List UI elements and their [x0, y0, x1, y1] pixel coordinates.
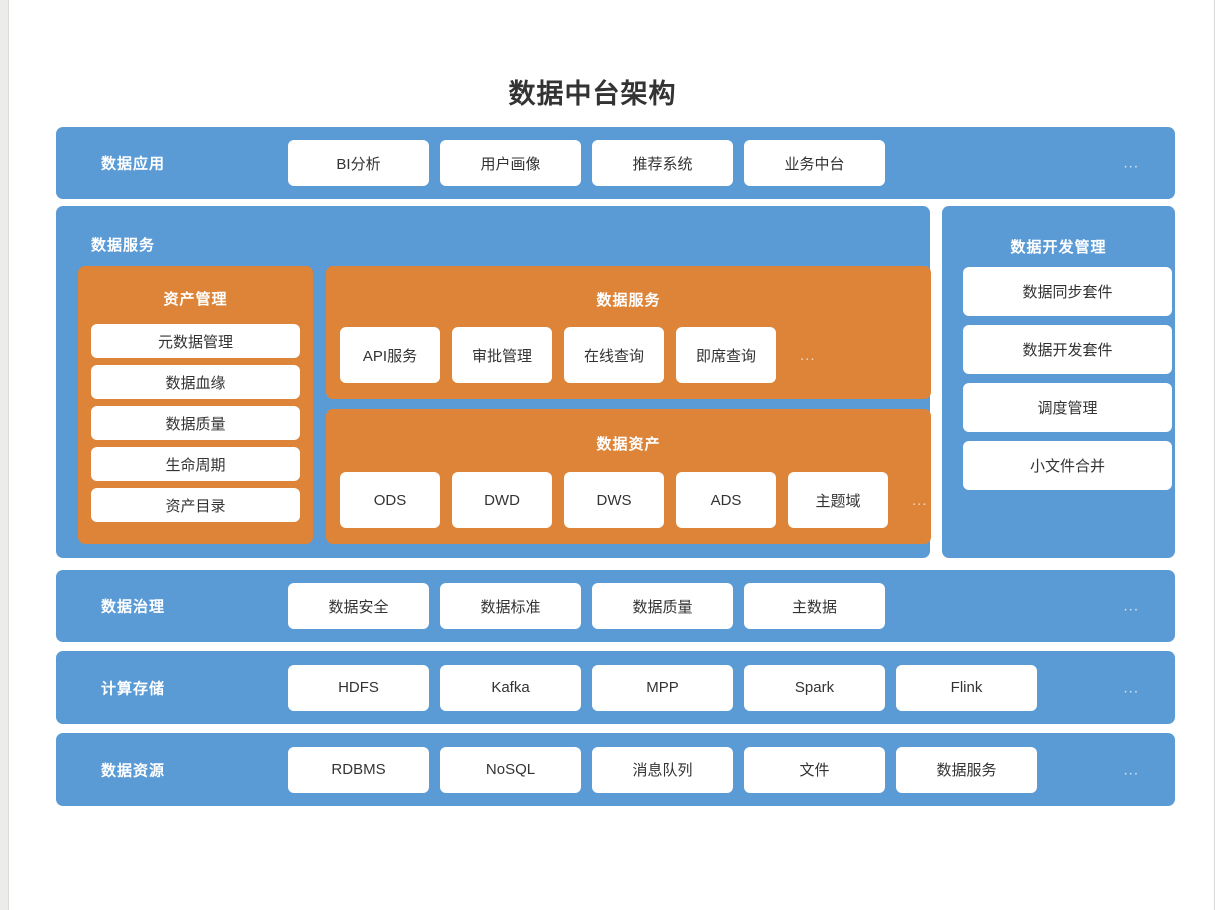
chip-bi-analysis[interactable]: BI分析	[288, 140, 429, 186]
chip-subject-domain[interactable]: 主题域	[788, 472, 888, 528]
layer-row-resource[interactable]: 数据资源 RDBMS NoSQL 消息队列 文件 数据服务 ...	[56, 733, 1175, 806]
chip-message-queue[interactable]: 消息队列	[592, 746, 733, 793]
service-band-title: 数据服务	[91, 237, 156, 254]
dev-item-data-dev-suite[interactable]: 数据开发套件	[963, 325, 1172, 374]
chip-master-data[interactable]: 主数据	[744, 583, 885, 629]
dev-item-schedule-management[interactable]: 调度管理	[963, 383, 1172, 432]
panel-title-data-asset: 数据资产	[596, 436, 661, 453]
asset-item-lifecycle[interactable]: 生命周期	[91, 447, 300, 481]
chip-mpp[interactable]: MPP	[592, 664, 733, 711]
chip-user-profile[interactable]: 用户画像	[440, 140, 581, 186]
more-ellipsis-compute-storage: ...	[1123, 679, 1139, 696]
dev-item-data-sync-suite[interactable]: 数据同步套件	[963, 267, 1172, 316]
more-ellipsis-data-service: ...	[800, 346, 816, 364]
asset-item-data-quality[interactable]: 数据质量	[91, 406, 300, 440]
chip-strip-resource: RDBMS NoSQL 消息队列 文件 数据服务	[288, 746, 1037, 793]
panel-title-asset-management: 资产管理	[163, 291, 228, 308]
asset-item-asset-catalog[interactable]: 资产目录	[91, 488, 300, 522]
layer-label-compute-storage: 计算存储	[101, 680, 166, 697]
page-right-margin-strip	[1214, 0, 1224, 910]
chip-strip-governance: 数据安全 数据标准 数据质量 主数据	[288, 583, 885, 629]
layer-label-governance: 数据治理	[101, 598, 166, 616]
chip-online-query[interactable]: 在线查询	[564, 327, 664, 383]
more-ellipsis-application: ...	[1123, 154, 1139, 172]
chip-api-service[interactable]: API服务	[340, 327, 440, 383]
asset-management-list: 元数据管理 数据血缘 数据质量 生命周期 资产目录	[91, 324, 300, 522]
layer-row-governance[interactable]: 数据治理 数据安全 数据标准 数据质量 主数据 ...	[56, 570, 1175, 642]
chip-flink[interactable]: Flink	[896, 664, 1037, 711]
chip-spark[interactable]: Spark	[744, 664, 885, 711]
panel-title-data-service: 数据服务	[596, 292, 661, 309]
chip-strip-compute-storage: HDFS Kafka MPP Spark Flink	[288, 664, 1037, 711]
chip-adhoc-query[interactable]: 即席查询	[676, 327, 776, 383]
chip-data-quality[interactable]: 数据质量	[592, 583, 733, 629]
layer-label-application: 数据应用	[101, 155, 166, 173]
panel-dev-management: 数据开发管理 数据同步套件 数据开发套件 调度管理 小文件合并	[942, 206, 1175, 558]
asset-item-metadata-management[interactable]: 元数据管理	[91, 324, 300, 358]
chip-approval-management[interactable]: 审批管理	[452, 327, 552, 383]
chip-business-midend[interactable]: 业务中台	[744, 140, 885, 186]
panel-data-asset: 数据资产 ODS DWD DWS ADS 主题域 ...	[326, 409, 931, 544]
panel-title-dev-management: 数据开发管理	[1010, 239, 1107, 256]
layer-row-application[interactable]: 数据应用 BI分析 用户画像 推荐系统 业务中台 ...	[56, 127, 1175, 199]
asset-item-data-lineage[interactable]: 数据血缘	[91, 365, 300, 399]
chip-kafka[interactable]: Kafka	[440, 664, 581, 711]
chip-file[interactable]: 文件	[744, 746, 885, 793]
dev-item-small-file-merge[interactable]: 小文件合并	[963, 441, 1172, 490]
more-ellipsis-resource: ...	[1123, 761, 1139, 778]
layer-row-compute-storage[interactable]: 计算存储 HDFS Kafka MPP Spark Flink ...	[56, 651, 1175, 724]
chip-ads[interactable]: ADS	[676, 472, 776, 528]
chip-nosql[interactable]: NoSQL	[440, 746, 581, 793]
more-ellipsis-governance: ...	[1123, 597, 1139, 615]
diagram-canvas: 数据中台架构 数据应用 BI分析 用户画像 推荐系统 业务中台 ... 数据服务…	[10, 0, 1214, 910]
data-service-chip-strip: API服务 审批管理 在线查询 即席查询 ...	[340, 327, 816, 383]
chip-strip-application: BI分析 用户画像 推荐系统 业务中台	[288, 140, 885, 186]
page-title: 数据中台架构	[508, 79, 677, 109]
chip-data-standard[interactable]: 数据标准	[440, 583, 581, 629]
chip-data-service[interactable]: 数据服务	[896, 746, 1037, 793]
service-band: 数据服务 资产管理 元数据管理 数据血缘 数据质量 生命周期 资产目录 数据服务…	[56, 206, 931, 558]
chip-dwd[interactable]: DWD	[452, 472, 552, 528]
data-asset-chip-strip: ODS DWD DWS ADS 主题域 ...	[340, 472, 928, 528]
panel-asset-management: 资产管理 元数据管理 数据血缘 数据质量 生命周期 资产目录	[78, 266, 313, 544]
chip-recommendation-system[interactable]: 推荐系统	[592, 140, 733, 186]
chip-ods[interactable]: ODS	[340, 472, 440, 528]
panel-data-service: 数据服务 API服务 审批管理 在线查询 即席查询 ...	[326, 266, 931, 399]
chip-dws[interactable]: DWS	[564, 472, 664, 528]
dev-management-list: 数据同步套件 数据开发套件 调度管理 小文件合并	[963, 267, 1172, 490]
more-ellipsis-data-asset: ...	[912, 491, 928, 509]
layer-label-resource: 数据资源	[101, 762, 166, 779]
chip-data-security[interactable]: 数据安全	[288, 583, 429, 629]
page-left-margin-strip	[0, 0, 9, 910]
chip-rdbms[interactable]: RDBMS	[288, 746, 429, 793]
chip-hdfs[interactable]: HDFS	[288, 664, 429, 711]
